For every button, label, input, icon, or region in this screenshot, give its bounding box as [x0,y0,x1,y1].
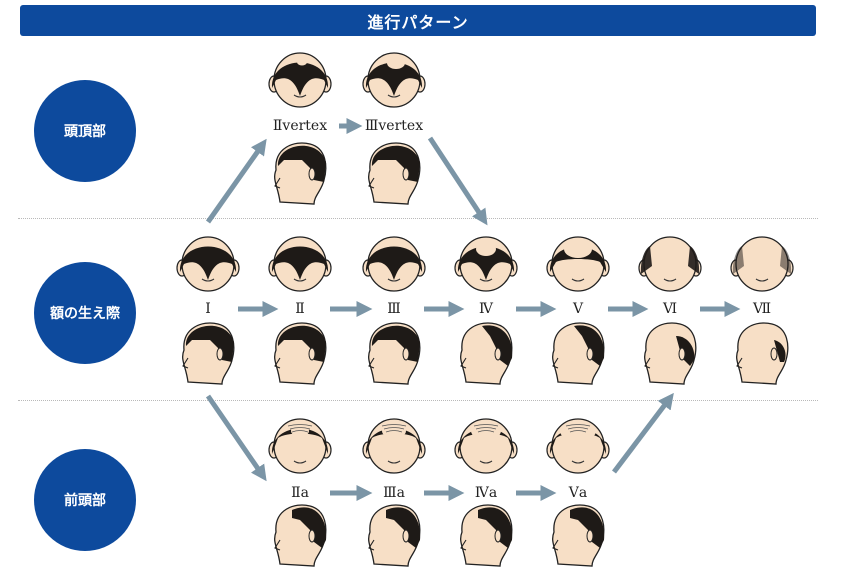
anterior-front-head [268,418,332,474]
category-vertex-label: 頭頂部 [64,124,106,140]
anterior-front-head [454,418,518,474]
anterior-side-head [552,504,605,567]
vertex-side-head [274,142,327,205]
stage-label: Ⅵ [662,301,678,317]
main-side-head [368,322,421,385]
stage-label: Ⅶ [752,301,772,317]
main-front-head [362,236,426,292]
stage-label: Ⅲvertex [364,118,424,134]
stage-label: Ⅴ [572,301,584,317]
main-front-head [546,236,610,292]
category-hairline-label: 額の生え際 [50,306,120,322]
stage-label: Ⅱ [295,301,305,317]
stage-label: Ⅲ [387,301,401,317]
stage-label: Ⅳ [479,301,493,317]
stage-label: Ⅲa [383,485,405,501]
category-vertex-circle: 頭頂部 [34,80,136,182]
main-side-head [274,322,327,385]
main-side-head [552,322,605,385]
anterior-side-head [368,504,421,567]
main-side-head [182,322,235,385]
anterior-front-head [362,418,426,474]
category-hairline-circle: 額の生え際 [34,262,136,364]
anterior-front-head [546,418,610,474]
main-front-head [268,236,332,292]
main-front-head [638,236,702,292]
main-side-head [644,322,697,385]
row-divider-top [18,218,818,219]
section-title: 進行パターン [367,12,469,32]
stage-label: Ⅰ [205,301,211,317]
main-front-head [454,236,518,292]
anterior-side-head [460,504,513,567]
main-front-head [730,236,794,292]
vertex-side-head [368,142,421,205]
section-header: 進行パターン [20,5,816,36]
arrow-main-to-vertex [205,138,267,224]
category-frontal-label: 前頭部 [64,493,106,509]
stage-label: Ⅱvertex [272,118,328,134]
stage-label: Ⅴa [568,485,588,501]
stage-label: Ⅱa [291,485,309,501]
main-side-head [736,322,789,385]
arrow-vertex-to-main [427,136,488,226]
main-side-head [460,322,513,385]
arrow-anterior-to-main [612,392,674,474]
vertex-front-head [362,52,426,108]
vertex-front-head [268,52,332,108]
row-divider-bottom [18,400,818,401]
arrow-main-to-anterior [205,394,267,482]
anterior-side-head [274,504,327,567]
category-frontal-circle: 前頭部 [34,449,136,551]
stage-label: Ⅳa [474,485,498,501]
main-front-head [176,236,240,292]
